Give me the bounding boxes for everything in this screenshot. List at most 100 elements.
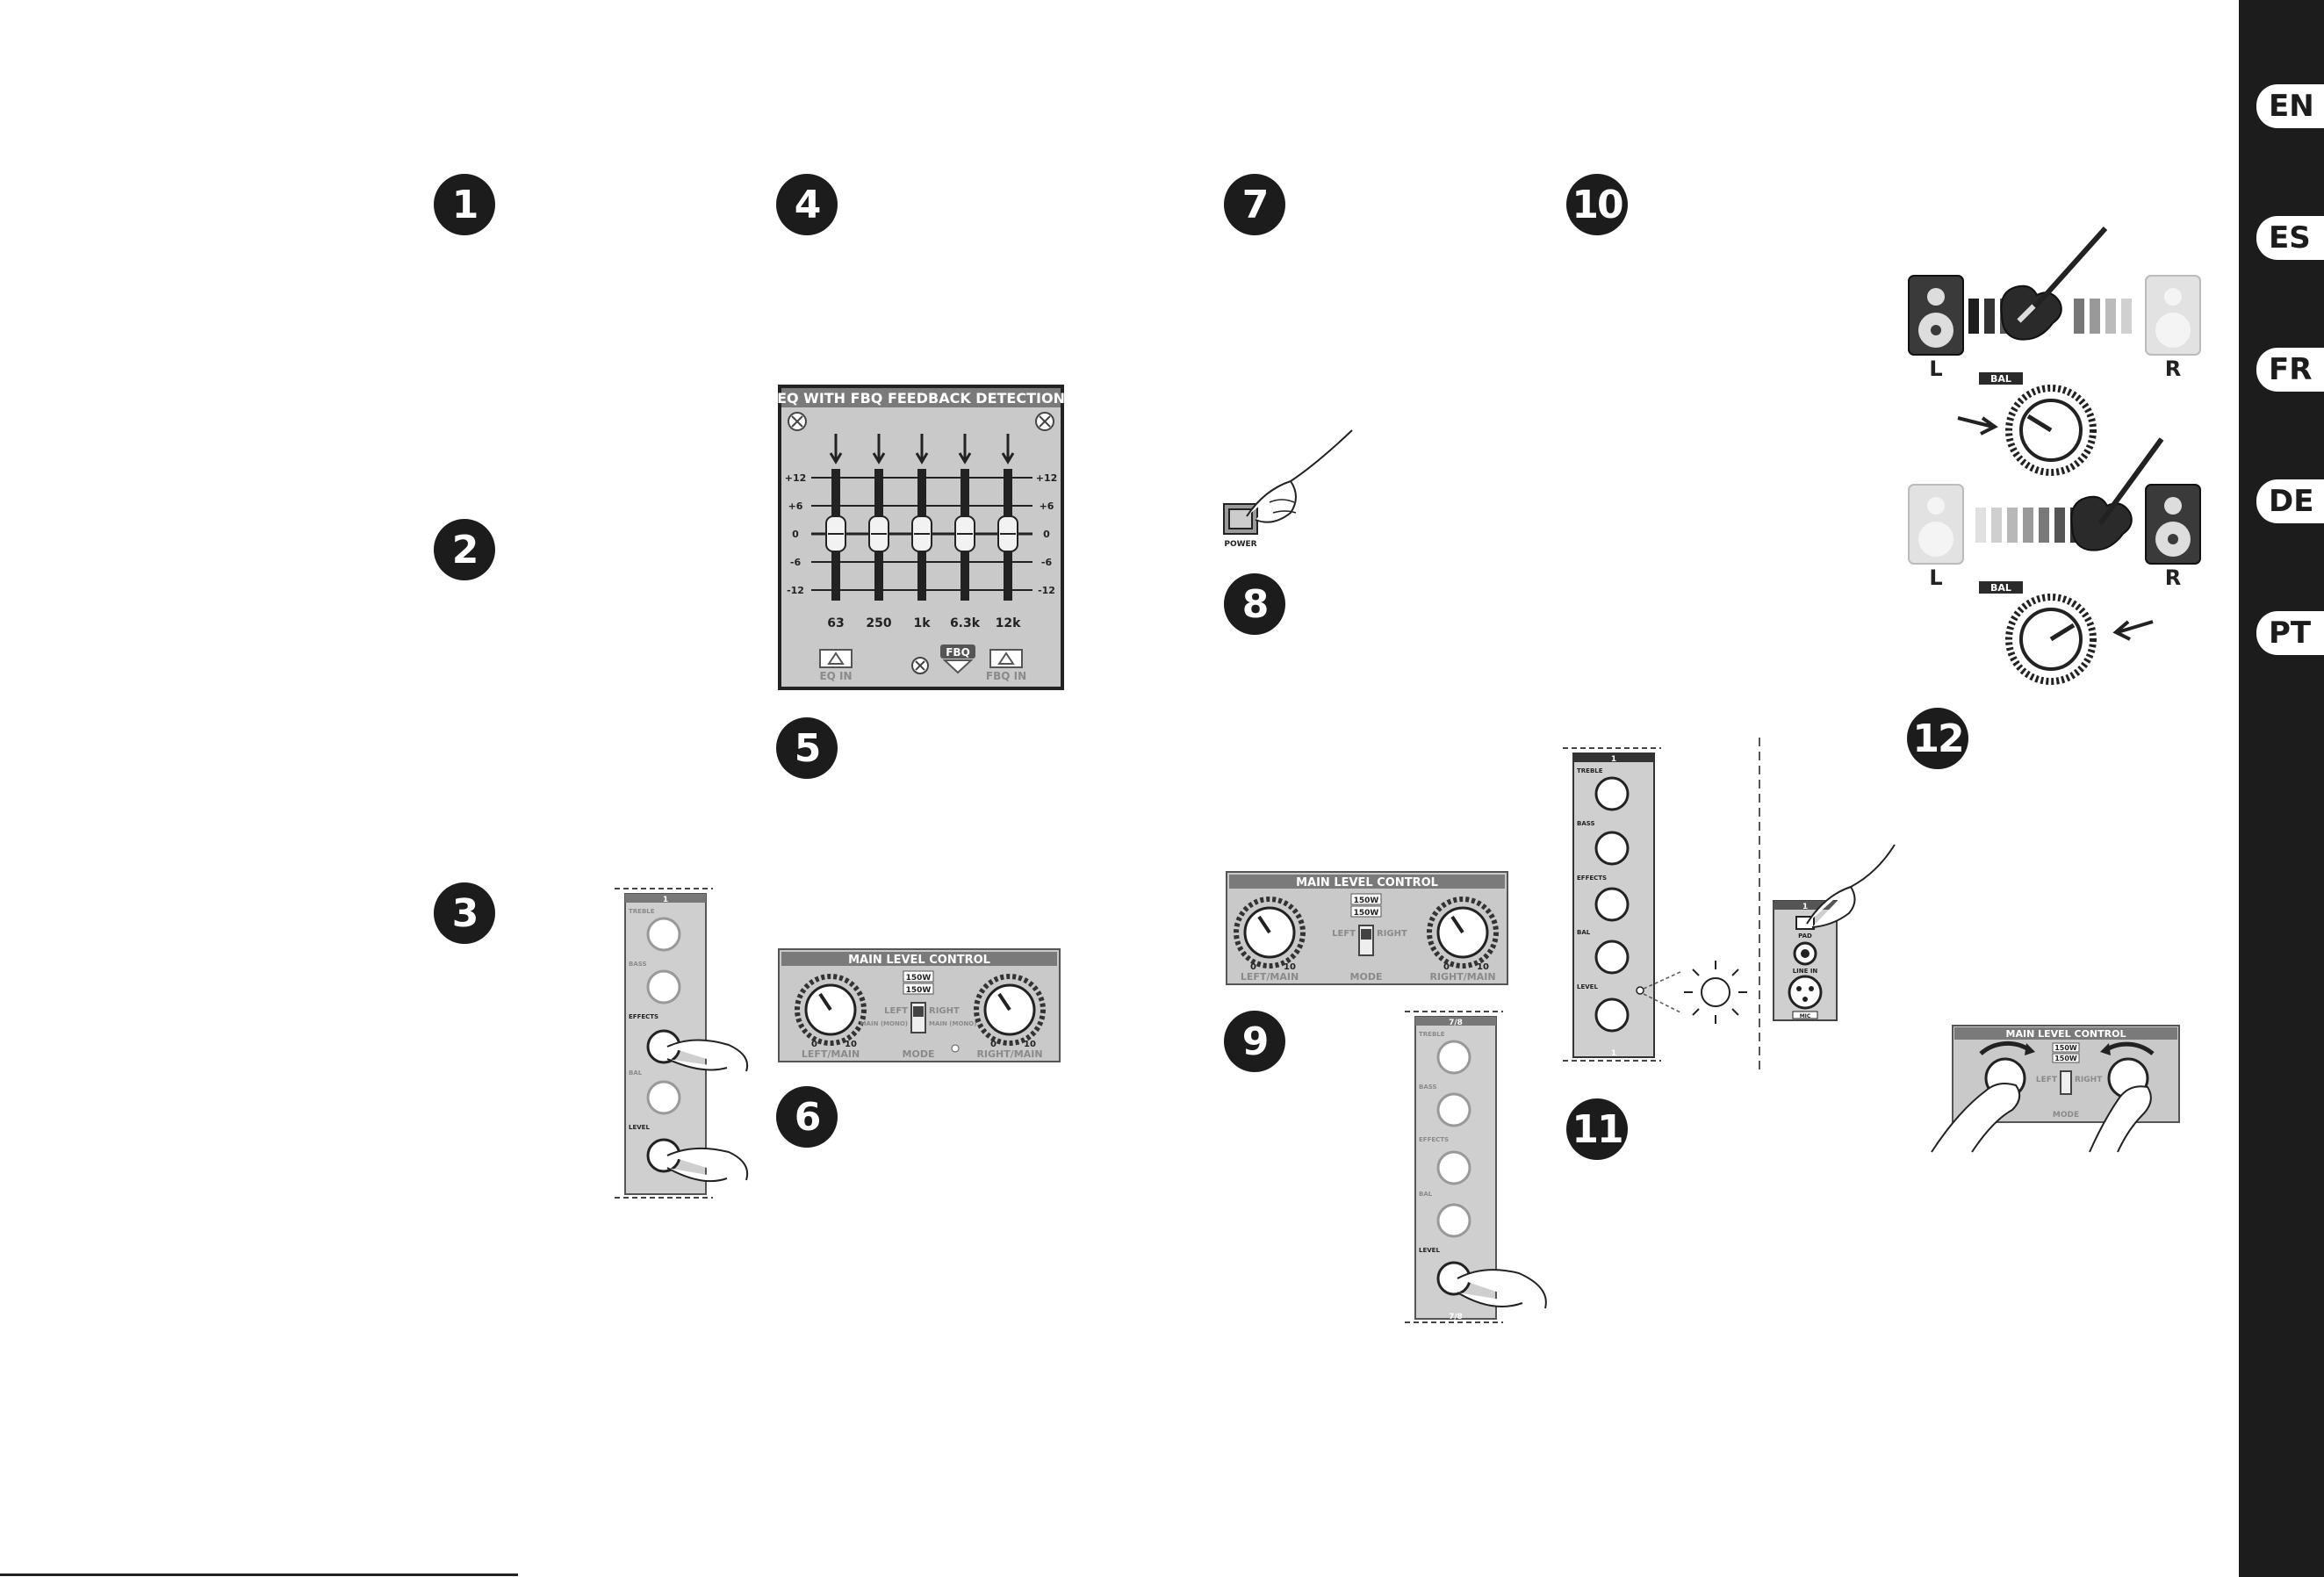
- eq-in-button[interactable]: [819, 649, 853, 668]
- mode-label: MODE: [903, 1048, 935, 1060]
- left-main-knob[interactable]: [795, 974, 867, 1046]
- finger-press-pad-icon: [1806, 844, 1896, 928]
- left-main-knob-2[interactable]: [1234, 897, 1306, 969]
- language-tab-es[interactable]: ES: [2256, 216, 2324, 260]
- bass-knob[interactable]: [646, 969, 681, 1005]
- finger-press-icon: [1246, 429, 1353, 523]
- eq-band-250: 250: [866, 616, 891, 630]
- balance-illustration: L R BAL L R: [1908, 226, 2201, 685]
- eq-fader-6-3k[interactable]: [954, 434, 975, 601]
- bottom-rule: [0, 1573, 518, 1576]
- guitar-icon: [2000, 226, 2108, 341]
- language-tab-pt[interactable]: PT: [2256, 611, 2324, 655]
- step-8-badge: 8: [1224, 573, 1285, 635]
- level-label-2: LEVEL: [1419, 1247, 1440, 1254]
- right-knob-min-2: 0: [1443, 962, 1450, 972]
- mode-switch-3[interactable]: [2060, 1070, 2072, 1095]
- speaker-left-active-icon: [1908, 275, 1964, 356]
- fbq-label: FBQ: [946, 646, 970, 659]
- effects-knob-2[interactable]: [1436, 1150, 1471, 1185]
- treble-knob[interactable]: [646, 917, 681, 952]
- bal-knob-3[interactable]: [1594, 940, 1630, 975]
- hand-level-icon: [666, 1147, 748, 1183]
- balance-knob-right-setting[interactable]: [2005, 594, 2097, 685]
- bass-label: BASS: [629, 961, 647, 968]
- mic-label: MIC: [1800, 1013, 1811, 1019]
- eq-scale-left-minus6: -6: [790, 557, 802, 568]
- step-3-badge: 3: [434, 882, 495, 944]
- speaker-left-label: L: [1929, 356, 1942, 381]
- left-main-label-2: LEFT/MAIN: [1241, 971, 1299, 983]
- channel-stereo-number: 7/8: [1449, 1019, 1463, 1027]
- treble-knob-2[interactable]: [1436, 1040, 1471, 1075]
- eq-band-63: 63: [827, 616, 844, 630]
- arrow-right-icon: [1957, 416, 1998, 436]
- bass-knob-3[interactable]: [1594, 831, 1630, 866]
- effects-label: EFFECTS: [629, 1013, 658, 1020]
- effects-label-2: EFFECTS: [1419, 1136, 1449, 1143]
- step-7-badge: 7: [1224, 174, 1285, 235]
- mode-main-mono-left: MAIN (MONO): [860, 1020, 908, 1027]
- power-rating-top: 150W: [906, 974, 932, 983]
- language-tab-en[interactable]: EN: [2256, 84, 2324, 128]
- bal-knob[interactable]: [646, 1080, 681, 1115]
- right-knob-max: 10: [1024, 1040, 1036, 1049]
- speaker-left-label-2: L: [1929, 565, 1942, 590]
- language-sidebar: [2239, 0, 2324, 1577]
- main-level-control-step8: MAIN LEVEL CONTROL 0 10 LEFT/MAIN 150W 1…: [1226, 871, 1508, 985]
- eq-panel-illustration: EQ WITH FBQ FEEDBACK DETECTION +12 +6 0 …: [777, 385, 1065, 690]
- eq-fader-250[interactable]: [868, 434, 889, 601]
- line-in-label: LINE IN: [1793, 968, 1818, 975]
- power-rating-bottom: 150W: [906, 986, 932, 995]
- step-2-badge: 2: [434, 519, 495, 580]
- mode-label-2: MODE: [1350, 971, 1383, 983]
- channel-strip-step9: 7/8 TREBLE BASS EFFECTS BAL LEVEL 7/8: [1405, 1011, 1547, 1323]
- power-label: POWER: [1224, 540, 1256, 549]
- eq-scale-right-plus12: +12: [1036, 472, 1058, 484]
- balance-knob-left-setting[interactable]: [2005, 385, 2097, 476]
- eq-fader-63[interactable]: [825, 434, 846, 601]
- bal-strip-label: BAL: [629, 1069, 643, 1077]
- channel-strip-step3: 1 TREBLE BASS EFFECTS BAL LEVEL: [615, 888, 748, 1199]
- eq-scale-right-plus6: +6: [1040, 500, 1054, 512]
- language-tab-de[interactable]: DE: [2256, 479, 2324, 523]
- main-level-title: MAIN LEVEL CONTROL: [848, 954, 990, 967]
- speaker-left-inactive-icon: [1908, 484, 1964, 565]
- main-level-title-3: MAIN LEVEL CONTROL: [2006, 1028, 2126, 1040]
- left-main-label: LEFT/MAIN: [802, 1048, 860, 1060]
- eq-fader-1k[interactable]: [911, 434, 932, 601]
- eq-scale-left-0: 0: [792, 529, 799, 540]
- main-level-title-2: MAIN LEVEL CONTROL: [1296, 876, 1438, 889]
- mic-xlr-jack[interactable]: [1788, 975, 1823, 1010]
- eq-in-label: EQ IN: [819, 670, 852, 682]
- speaker-right-inactive-icon: [2145, 275, 2201, 356]
- eq-band-12k: 12k: [996, 616, 1021, 630]
- input-jack-panel: 1 PAD LINE IN MIC: [1773, 844, 1896, 1021]
- right-main-knob-2[interactable]: [1427, 897, 1499, 969]
- bal-label-2: BAL: [1990, 582, 2011, 594]
- step-10-badge: 10: [1566, 174, 1628, 235]
- bal-strip-label-2: BAL: [1419, 1191, 1433, 1198]
- level-knob-3[interactable]: [1594, 997, 1630, 1033]
- power-button-illustration: POWER: [1223, 429, 1353, 549]
- right-main-label: RIGHT/MAIN: [976, 1048, 1042, 1060]
- right-main-knob[interactable]: [974, 974, 1046, 1046]
- fbq-in-button[interactable]: [989, 649, 1023, 668]
- eq-fader-12k[interactable]: [997, 434, 1018, 601]
- speaker-right-label-2: R: [2165, 565, 2181, 590]
- bass-knob-2[interactable]: [1436, 1092, 1471, 1127]
- effects-knob-3[interactable]: [1594, 887, 1630, 922]
- treble-knob-3[interactable]: [1594, 776, 1630, 811]
- bass-label-3: BASS: [1577, 820, 1595, 827]
- right-main-label-2: RIGHT/MAIN: [1429, 971, 1495, 983]
- bal-knob-2[interactable]: [1436, 1203, 1471, 1238]
- fbq-in-label: FBQ IN: [986, 670, 1026, 682]
- language-tab-fr[interactable]: FR: [2256, 348, 2324, 392]
- left-knob-min-2: 0: [1250, 962, 1256, 972]
- guitar-icon-2: [2070, 437, 2164, 551]
- mode-left-label: LEFT: [884, 1006, 908, 1016]
- eq-scale-right-0: 0: [1043, 529, 1050, 540]
- speaker-right-label: R: [2165, 356, 2181, 381]
- level-label: LEVEL: [629, 1124, 650, 1131]
- treble-label: TREBLE: [629, 908, 655, 915]
